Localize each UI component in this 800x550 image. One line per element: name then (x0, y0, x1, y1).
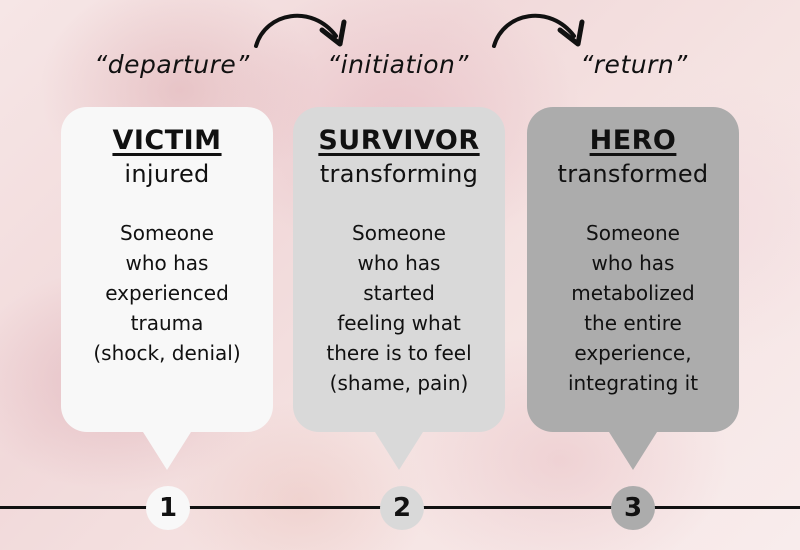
description-line: integrating it (567, 371, 699, 395)
card-title: HERO (589, 125, 677, 156)
card-subtitle: injured (124, 160, 210, 188)
curved-arrow-right-icon (254, 13, 347, 48)
stage-card-survivor: SURVIVOR transforming Someone who has st… (293, 107, 505, 432)
description-line: trauma (130, 311, 204, 335)
description-line: the entire (584, 311, 682, 335)
curved-arrow-right-icon (492, 13, 585, 48)
stage-card-hero: HERO transformed Someone who has metabol… (527, 107, 739, 432)
card-description: Someone who has experienced trauma (shoc… (61, 218, 273, 368)
description-line: (shame, pain) (329, 371, 469, 395)
step-marker-1: 1 (146, 486, 190, 530)
stage-label-initiation: “initiation” (327, 50, 469, 79)
stage-label-departure: “departure” (94, 50, 250, 79)
description-line: experienced (105, 281, 229, 305)
step-marker-3: 3 (611, 486, 655, 530)
description-line: experience, (574, 341, 692, 365)
description-line: started (363, 281, 435, 305)
card-title: SURVIVOR (318, 125, 480, 156)
description-line: who has (591, 251, 675, 275)
description-line: who has (125, 251, 209, 275)
description-line: Someone (120, 221, 214, 245)
stage-card-victim: VICTIM injured Someone who has experienc… (61, 107, 273, 432)
description-line: there is to feel (326, 341, 472, 365)
description-line: (shock, denial) (93, 341, 241, 365)
card-description: Someone who has started feeling what the… (293, 218, 505, 398)
step-marker-2: 2 (380, 486, 424, 530)
card-subtitle: transforming (319, 160, 479, 188)
description-line: Someone (352, 221, 446, 245)
description-line: metabolized (571, 281, 695, 305)
description-line: Someone (586, 221, 680, 245)
stage-label-return: “return” (580, 50, 688, 79)
card-description: Someone who has metabolized the entire e… (527, 218, 739, 398)
card-title: VICTIM (112, 125, 222, 156)
description-line: who has (357, 251, 441, 275)
card-subtitle: transformed (557, 160, 709, 188)
description-line: feeling what (337, 311, 461, 335)
